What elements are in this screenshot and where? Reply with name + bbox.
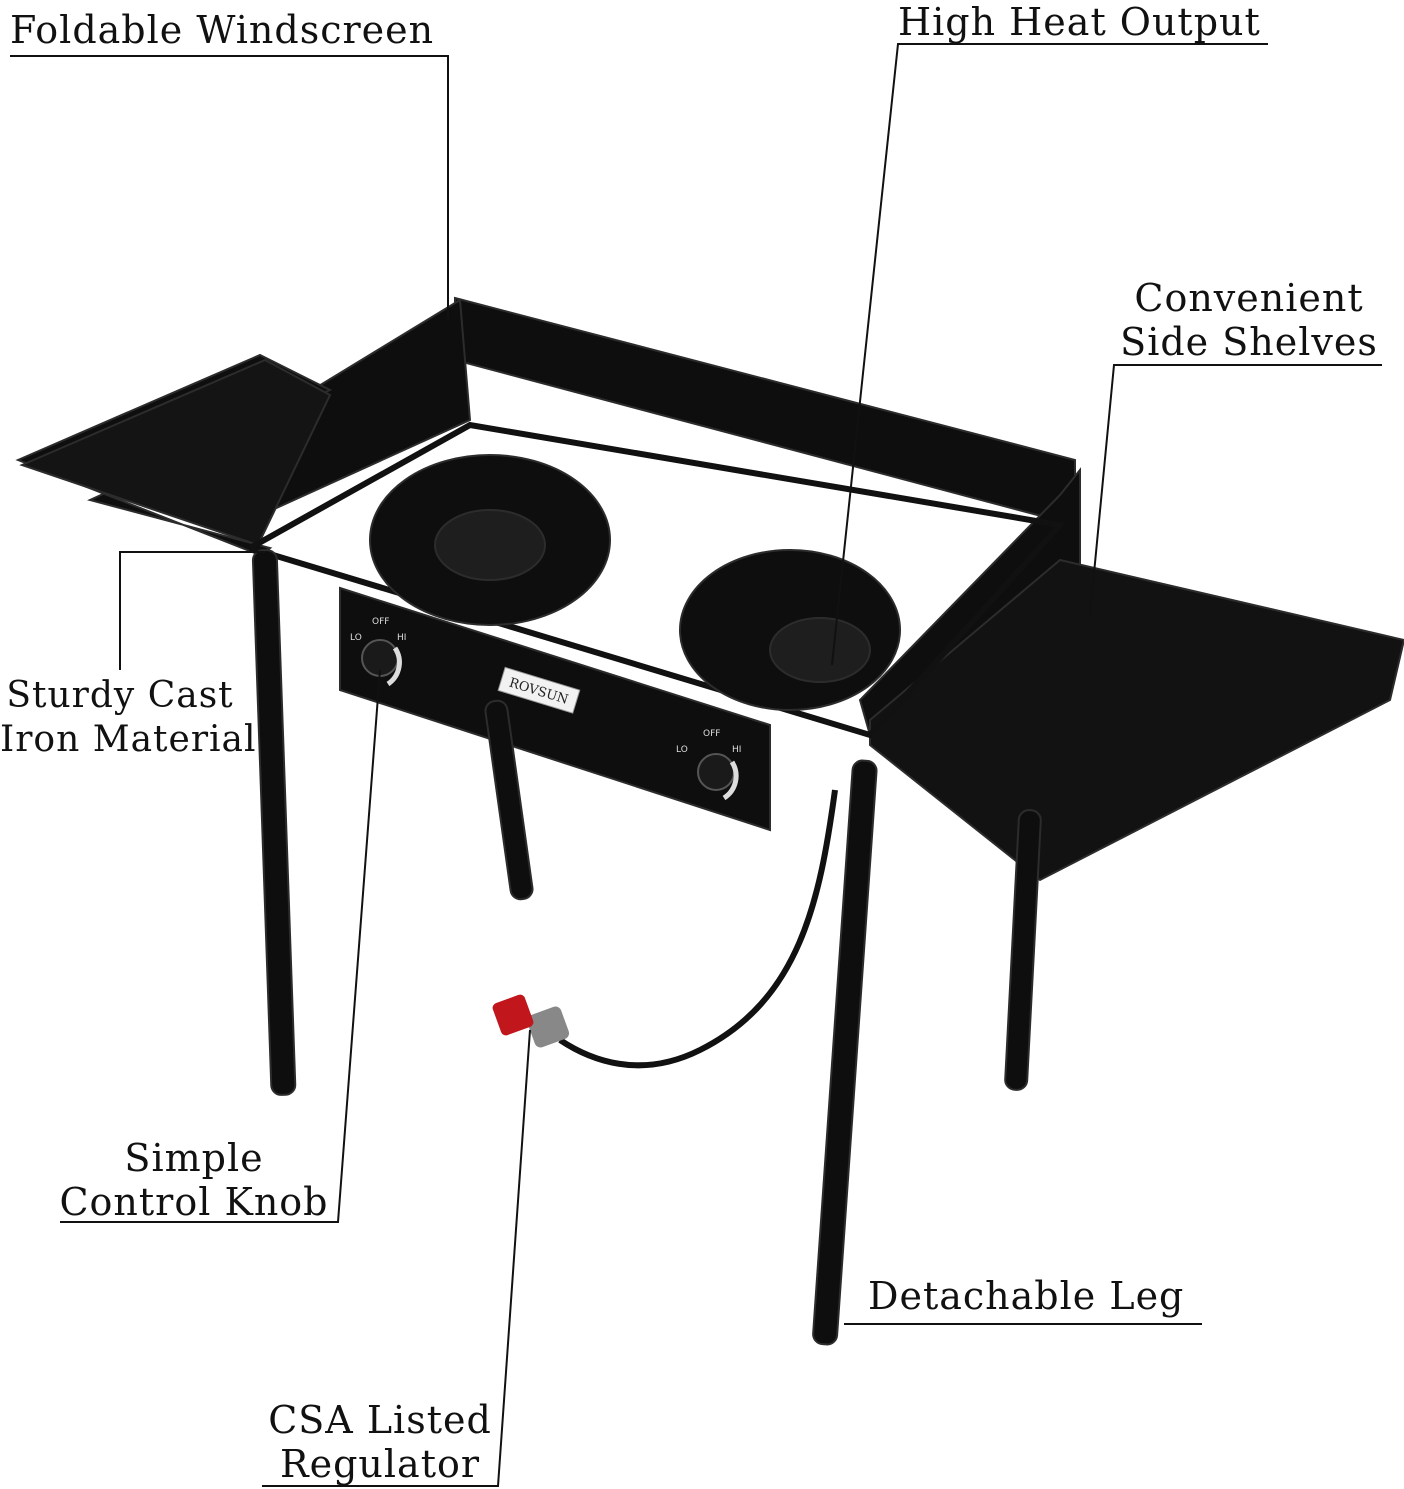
leader-cast <box>119 551 265 670</box>
label-cast-iron-line1: Sturdy Cast <box>6 675 234 716</box>
knob-mark-off-left: OFF <box>372 617 389 627</box>
label-regulator: CSA Listed Regulator <box>262 1398 498 1486</box>
label-cast-iron-line2: Iron Material <box>0 719 257 760</box>
control-knobs <box>361 639 739 801</box>
label-control-knob-line2: Control Knob <box>59 1180 329 1224</box>
label-detachable-leg: Detachable Leg <box>868 1274 1185 1318</box>
stove <box>15 296 1404 1346</box>
leg-back-left <box>484 699 534 901</box>
leader-knob <box>60 669 381 1223</box>
regulator <box>492 994 570 1048</box>
control-panel <box>339 586 771 832</box>
knob-mark-lo-left: LO <box>350 633 362 643</box>
leg-front-left <box>251 549 297 1096</box>
label-side-shelves-line1: Convenient <box>1134 276 1364 320</box>
label-regulator-line1: CSA Listed <box>268 1398 492 1442</box>
knob-mark-hi-right: HI <box>732 745 741 755</box>
label-control-knob-line1: Simple <box>124 1136 264 1180</box>
leader-windscreen <box>10 55 449 320</box>
label-control-knob: Simple Control Knob <box>54 1136 334 1224</box>
leg-front-right <box>812 759 878 1346</box>
label-high-heat-output: High Heat Output <box>898 0 1261 44</box>
label-cast-iron: Sturdy Cast Iron Material <box>0 674 257 762</box>
leader-shelves <box>1089 364 1382 616</box>
label-foldable-windscreen: Foldable Windscreen <box>10 8 435 52</box>
grate-frame <box>248 421 1066 739</box>
leader-lines <box>10 43 1382 1487</box>
knob-mark-hi-left: HI <box>397 633 406 643</box>
side-shelf-left-top <box>19 358 332 547</box>
label-side-shelves-line2: Side Shelves <box>1120 320 1378 364</box>
knob-mark-off-right: OFF <box>703 729 720 739</box>
label-side-shelves: Convenient Side Shelves <box>1116 276 1382 364</box>
gas-hose <box>558 789 838 1069</box>
leg-back-right <box>1004 809 1042 1091</box>
leader-heat <box>831 43 1268 666</box>
knob-right <box>697 753 735 791</box>
leader-regulator <box>262 1029 531 1487</box>
label-regulator-line2: Regulator <box>279 1442 481 1486</box>
side-shelf-right <box>869 558 1404 882</box>
knob-mark-lo-right: LO <box>676 745 688 755</box>
